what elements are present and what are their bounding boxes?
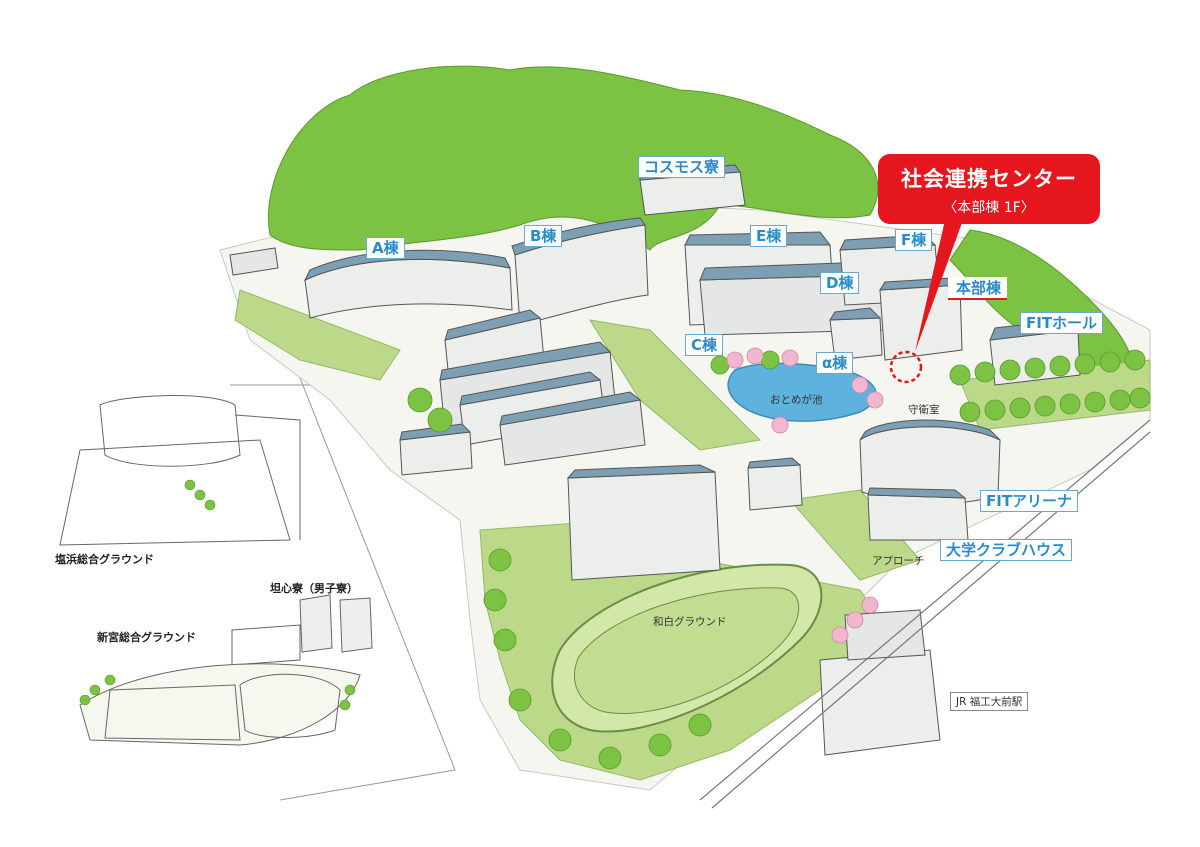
label-shiohama-ground: 塩浜総合グラウンド [55,553,154,566]
inset-maps [59,395,373,746]
label-fit-hall[interactable]: FITホール [1020,312,1104,334]
location-marker [889,350,923,384]
label-building-d[interactable]: D棟 [820,272,860,294]
running-track [551,563,823,733]
tree-rows [407,349,1151,770]
label-building-c[interactable]: C棟 [685,334,724,356]
buildings [229,164,1081,756]
label-club-house[interactable]: 大学クラブハウス [940,539,1073,561]
label-pond: おとめが池 [770,394,823,406]
label-honbu[interactable]: 本部棟 [948,277,1008,300]
label-aramiya-ground: 新宮総合グラウンド [97,631,196,644]
callout-title: 社会連携センター [901,167,1077,191]
cherry-trees [726,347,884,644]
label-building-f[interactable]: F棟 [895,229,933,251]
callout-pointer [915,220,963,352]
pond [727,362,877,422]
label-approach: アプローチ [872,555,925,567]
label-dorm: 坦心寮（男子寮） [270,582,358,595]
label-cosmos-dorm[interactable]: コスモス寮 [638,156,726,178]
label-building-a[interactable]: A棟 [366,237,405,259]
label-wajiro-ground: 和白グラウンド [653,616,727,628]
label-building-b[interactable]: B棟 [524,225,563,247]
label-building-alpha[interactable]: α棟 [816,352,854,374]
label-fit-arena[interactable]: FITアリーナ [980,490,1079,512]
label-guard-room: 守衛室 [908,404,940,416]
callout-subtitle: 〈本部棟 1F〉 [943,200,1035,216]
label-building-e[interactable]: E棟 [750,225,788,247]
location-callout: 社会連携センター 〈本部棟 1F〉 [878,154,1100,224]
label-station: JR 福工大前駅 [950,692,1029,711]
